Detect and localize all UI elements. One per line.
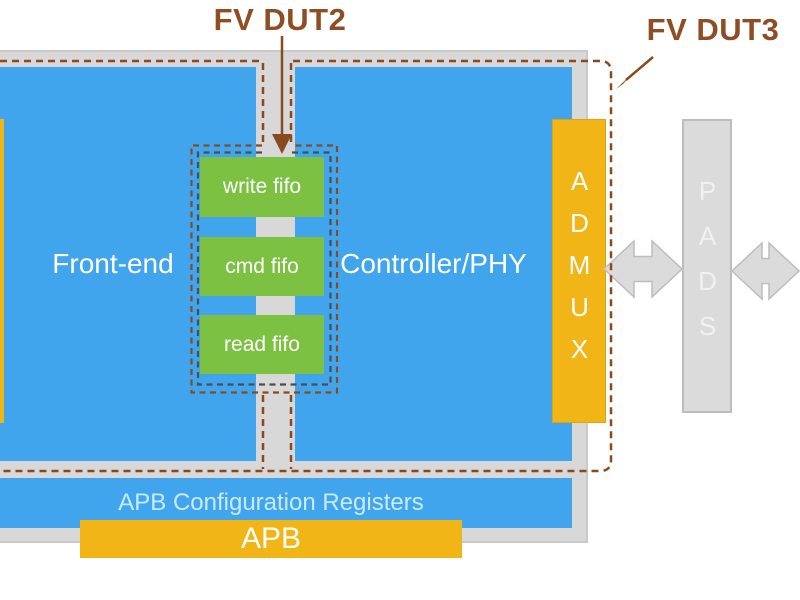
pads-block: PADS: [682, 119, 732, 413]
fv-dut3-label: FV DUT3: [646, 12, 780, 47]
apb-bus-block: APB: [80, 520, 462, 558]
apb-config-registers-block: APB Configuration Registers: [0, 478, 572, 528]
cmd-fifo-label: cmd fifo: [225, 254, 299, 278]
write-fifo-label: write fifo: [222, 175, 302, 198]
front-end-label: Front-end: [52, 248, 174, 279]
admux-pads-bidirectional-arrow: [602, 239, 684, 299]
controller-phy-block: Controller/PHY: [295, 67, 572, 461]
fv-dut2-label: FV DUT2: [213, 2, 347, 37]
read-fifo-block: read fifo: [200, 315, 324, 374]
read-fifo-label: read fifo: [224, 332, 300, 356]
admux-block: ADMUX: [552, 119, 606, 423]
dut3-pointer-arrow: [616, 56, 654, 89]
write-fifo-block: write fifo: [200, 157, 324, 217]
left-interface-block-clipped: [0, 119, 4, 423]
pads-label: PADS: [692, 176, 723, 356]
admux-label: ADMUX: [564, 166, 595, 376]
pads-external-bidirectional-arrow: [730, 241, 800, 301]
cmd-fifo-block: cmd fifo: [200, 237, 324, 296]
apb-config-registers-label: APB Configuration Registers: [118, 489, 424, 516]
apb-bus-label: APB: [240, 522, 302, 555]
controller-phy-label: Controller/PHY: [340, 248, 527, 279]
